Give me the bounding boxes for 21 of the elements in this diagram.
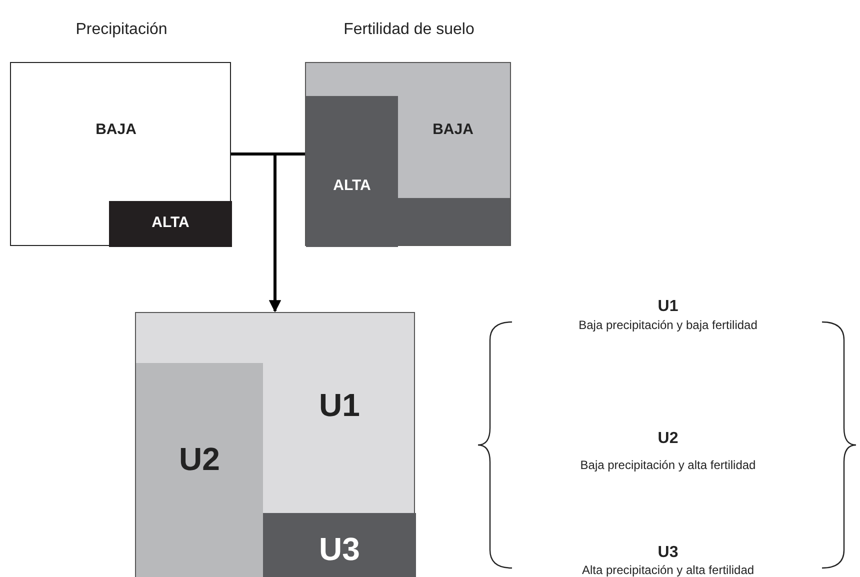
region-label: BAJA [94, 121, 138, 138]
arrow [269, 152, 305, 312]
unit-heading: U1 [656, 298, 680, 316]
unit-description: Alta precipitación y alta fertilidad [580, 563, 756, 577]
region-label: BAJA [432, 121, 474, 138]
region-label: U2 [178, 441, 221, 478]
map-region [109, 201, 232, 247]
map-panel [135, 312, 415, 577]
unit-heading: U2 [656, 430, 680, 448]
unit-description: Baja precipitación y baja fertilidad [578, 318, 758, 332]
region-label: ALTA [332, 177, 372, 194]
region-label: U1 [318, 387, 361, 424]
unit-heading: U3 [656, 544, 680, 562]
map-region [306, 96, 398, 247]
region-label: U3 [318, 531, 361, 568]
map-region [136, 363, 263, 577]
map-title: Fertilidad de suelo [342, 21, 476, 39]
unit-description: Baja precipitación y alta fertilidad [579, 458, 757, 472]
map-region [263, 513, 416, 577]
region-label: ALTA [150, 214, 190, 231]
map-title: Precipitación [74, 21, 168, 39]
